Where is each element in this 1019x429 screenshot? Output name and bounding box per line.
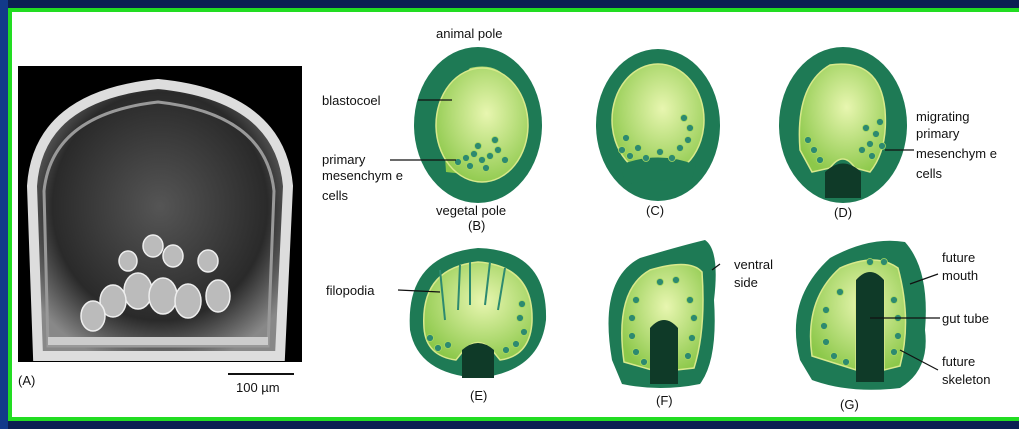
label-future-mouth-1: future [942,250,975,265]
label-gut-tube: gut tube [942,311,989,326]
panel-label-G: (G) [840,397,859,412]
label-primary: primary [322,152,365,167]
label-cells: cells [322,188,348,203]
embryo-C [596,49,720,201]
label-side: side [734,275,758,290]
label-primary-2: primary [916,126,959,141]
embryo-E [398,248,546,378]
panel-label-E: (E) [470,388,487,403]
label-filopodia: filopodia [326,283,374,298]
label-cells-2: cells [916,166,942,181]
label-vegetal-pole: vegetal pole [436,203,506,218]
label-future-skeleton-2: skeleton [942,372,990,387]
panel-label-F: (F) [656,393,673,408]
label-mesenchyme-2: mesenchym e [916,146,997,161]
embryo-F [609,240,721,388]
label-blastocoel: blastocoel [322,93,381,108]
embryo-B [390,47,542,203]
label-migrating: migrating [916,109,969,124]
embryo-G [796,241,940,390]
label-future-skeleton-1: future [942,354,975,369]
embryo-D [779,47,914,203]
label-ventral: ventral [734,257,773,272]
label-future-mouth-2: mouth [942,268,978,283]
label-animal-pole: animal pole [436,26,503,41]
panel-label-D: (D) [834,205,852,220]
panel-label-C: (C) [646,203,664,218]
label-mesenchyme: mesenchym e [322,168,403,183]
panel-label-B: (B) [468,218,485,233]
